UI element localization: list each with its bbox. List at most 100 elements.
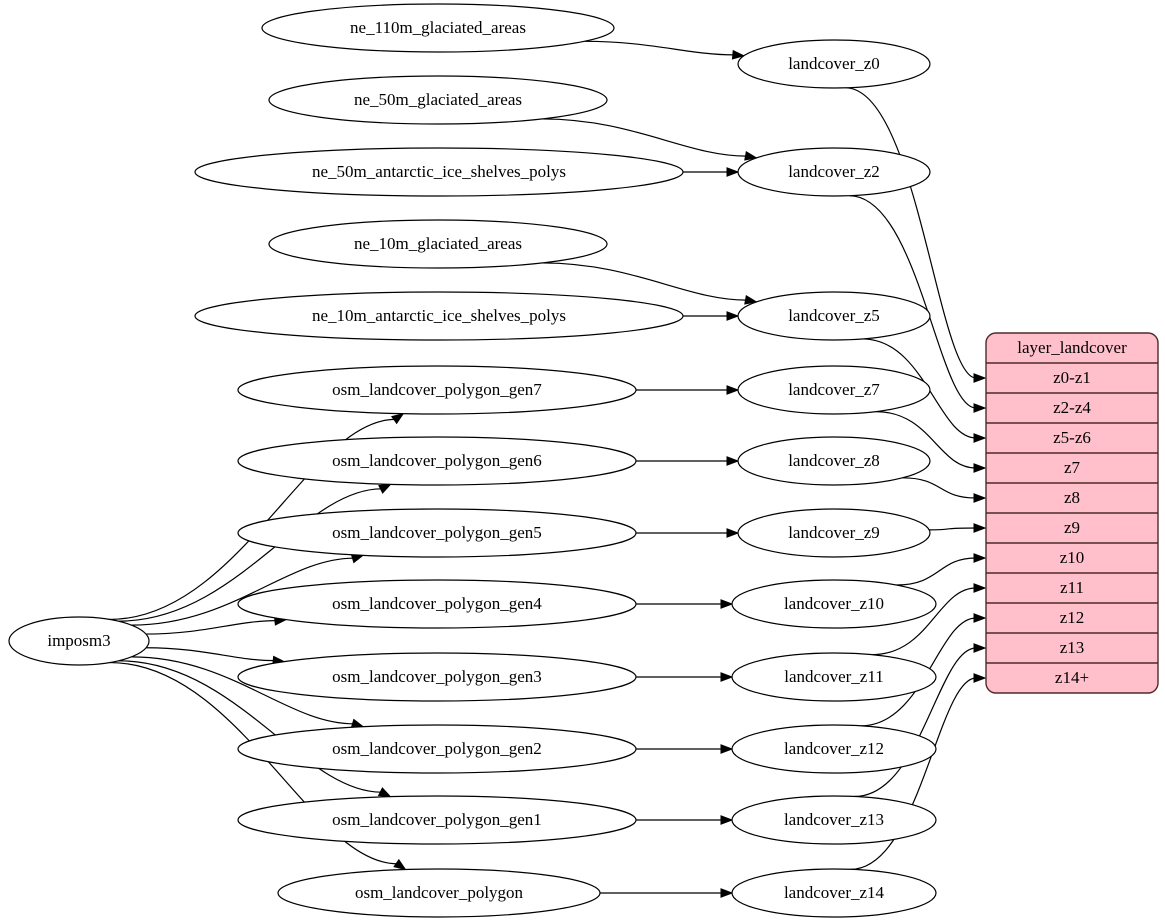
edge-ne_50m_glaciated_areas-to-landcover_z2 <box>542 118 747 157</box>
edge-landcover_z14-to-z14+ <box>850 677 977 870</box>
edge-arrowhead <box>973 613 987 623</box>
table-row-z13[interactable]: z13 <box>1060 638 1085 657</box>
node-label-ne_50m_glaciated_areas: ne_50m_glaciated_areas <box>354 90 522 109</box>
node-osm_landcover_polygon_gen3[interactable]: osm_landcover_polygon_gen3 <box>237 652 637 702</box>
node-shape-landcover_z10 <box>731 579 937 629</box>
node-label-osm_landcover_polygon_gen4: osm_landcover_polygon_gen4 <box>332 594 542 613</box>
node-label-landcover_z14: landcover_z14 <box>784 883 885 902</box>
node-landcover_z2[interactable]: landcover_z2 <box>737 147 931 197</box>
node-label-ne_10m_antarctic_ice_shelves_polys: ne_10m_antarctic_ice_shelves_polys <box>312 306 566 325</box>
edge-arrowhead <box>744 294 758 305</box>
node-landcover_z12[interactable]: landcover_z12 <box>731 724 937 774</box>
node-imposm3[interactable]: imposm3 <box>8 616 150 666</box>
node-osm_landcover_polygon_gen5[interactable]: osm_landcover_polygon_gen5 <box>237 508 637 558</box>
table-row-z10[interactable]: z10 <box>1060 548 1085 567</box>
node-shape-landcover_z7 <box>737 365 931 415</box>
node-landcover_z8[interactable]: landcover_z8 <box>737 436 931 486</box>
table-row-z2-z4[interactable]: z2-z4 <box>1053 398 1091 417</box>
edge-imposm3-to-osm_landcover_polygon_gen4 <box>146 620 276 635</box>
edge-ne_10m_glaciated_areas-to-landcover_z5 <box>542 262 747 301</box>
node-ne_10m_glaciated_areas[interactable]: ne_10m_glaciated_areas <box>268 219 608 269</box>
node-layer: imposm3 ne_110m_glaciated_areas ne_50m_gla… <box>8 3 937 918</box>
node-landcover_z11[interactable]: landcover_z11 <box>731 652 937 702</box>
table-row-z7[interactable]: z7 <box>1064 458 1081 477</box>
node-shape-ne_10m_glaciated_areas <box>268 219 608 269</box>
node-label-landcover_z5: landcover_z5 <box>788 306 880 325</box>
edge-arrowhead <box>731 49 746 60</box>
edge-arrowhead <box>973 403 987 413</box>
node-shape-osm_landcover_polygon_gen4 <box>237 579 637 629</box>
node-osm_landcover_polygon_gen2[interactable]: osm_landcover_polygon_gen2 <box>237 724 637 774</box>
node-shape-landcover_z5 <box>737 291 931 341</box>
node-shape-osm_landcover_polygon_gen3 <box>237 652 637 702</box>
node-osm_landcover_polygon_gen1[interactable]: osm_landcover_polygon_gen1 <box>237 795 637 845</box>
edge-arrowhead <box>726 311 740 321</box>
node-osm_landcover_polygon_gen4[interactable]: osm_landcover_polygon_gen4 <box>237 579 637 629</box>
node-shape-osm_landcover_polygon_gen7 <box>237 365 637 415</box>
node-osm_landcover_polygon[interactable]: osm_landcover_polygon <box>277 868 601 918</box>
node-ne_110m_glaciated_areas[interactable]: ne_110m_glaciated_areas <box>261 3 615 53</box>
edge-arrowhead <box>973 373 987 383</box>
edge-ne_110m_glaciated_areas-to-landcover_z0 <box>584 40 734 56</box>
node-shape-landcover_z9 <box>737 508 931 558</box>
edge-landcover_z11-to-z11 <box>871 587 977 656</box>
node-landcover_z14[interactable]: landcover_z14 <box>731 868 937 918</box>
edge-arrowhead <box>973 523 987 533</box>
node-landcover_z7[interactable]: landcover_z7 <box>737 365 931 415</box>
node-shape-landcover_z13 <box>731 795 937 845</box>
node-shape-osm_landcover_polygon_gen6 <box>237 436 637 486</box>
node-label-landcover_z8: landcover_z8 <box>788 451 880 470</box>
node-label-imposm3: imposm3 <box>47 631 110 650</box>
node-shape-landcover_z12 <box>731 724 937 774</box>
node-shape-landcover_z8 <box>737 436 931 486</box>
edge-imposm3-to-osm_landcover_polygon_gen7 <box>109 418 396 621</box>
node-ne_50m_antarctic_ice_shelves_polys[interactable]: ne_50m_antarctic_ice_shelves_polys <box>194 147 684 197</box>
table-row-z0-z1[interactable]: z0-z1 <box>1053 368 1091 387</box>
node-landcover_z9[interactable]: landcover_z9 <box>737 508 931 558</box>
edge-arrowhead <box>973 553 987 563</box>
node-ne_50m_glaciated_areas[interactable]: ne_50m_glaciated_areas <box>268 75 608 125</box>
node-label-osm_landcover_polygon_gen1: osm_landcover_polygon_gen1 <box>332 810 542 829</box>
edge-imposm3-to-osm_landcover_polygon <box>109 661 398 865</box>
node-label-landcover_z10: landcover_z10 <box>784 594 884 613</box>
node-landcover_z0[interactable]: landcover_z0 <box>737 39 931 89</box>
node-osm_landcover_polygon_gen7[interactable]: osm_landcover_polygon_gen7 <box>237 365 637 415</box>
node-landcover_z5[interactable]: landcover_z5 <box>737 291 931 341</box>
edge-landcover_z10-to-z10 <box>896 557 977 586</box>
node-shape-landcover_z2 <box>737 147 931 197</box>
node-shape-ne_10m_antarctic_ice_shelves_polys <box>194 291 684 341</box>
edge-arrowhead <box>973 673 987 683</box>
edge-landcover_z13-to-z13 <box>854 647 977 798</box>
edge-arrowhead <box>391 412 405 425</box>
node-ne_10m_antarctic_ice_shelves_polys[interactable]: ne_10m_antarctic_ice_shelves_polys <box>194 291 684 341</box>
edge-landcover_z8-to-z8 <box>902 477 977 499</box>
node-osm_landcover_polygon_gen6[interactable]: osm_landcover_polygon_gen6 <box>237 436 637 486</box>
node-shape-osm_landcover_polygon_gen5 <box>237 508 637 558</box>
table-row-z8[interactable]: z8 <box>1064 488 1080 507</box>
node-label-osm_landcover_polygon_gen3: osm_landcover_polygon_gen3 <box>332 667 542 686</box>
node-landcover_z10[interactable]: landcover_z10 <box>731 579 937 629</box>
table-row-z9[interactable]: z9 <box>1064 518 1080 537</box>
edge-landcover_z0-to-z0-z1 <box>845 87 977 379</box>
node-shape-osm_landcover_polygon_gen1 <box>237 795 637 845</box>
edge-arrowhead <box>720 744 734 754</box>
table-layer_landcover[interactable]: layer_landcover z0-z1 z2-z4 z5-z6 z7 z8 z9 z10 z… <box>985 332 1159 694</box>
table-row-z12[interactable]: z12 <box>1060 608 1085 627</box>
table-header-label: layer_landcover <box>1017 338 1127 357</box>
node-label-landcover_z7: landcover_z7 <box>788 380 880 399</box>
node-landcover_z13[interactable]: landcover_z13 <box>731 795 937 845</box>
node-label-landcover_z13: landcover_z13 <box>784 810 884 829</box>
edge-arrowhead <box>726 167 740 177</box>
edge-arrowhead <box>973 433 987 443</box>
edge-arrowhead <box>378 483 392 494</box>
node-label-landcover_z0: landcover_z0 <box>788 54 880 73</box>
table-row-z11[interactable]: z11 <box>1060 578 1084 597</box>
edge-arrowhead <box>377 787 392 798</box>
edge-arrowhead <box>720 599 734 609</box>
table-row-z5-z6[interactable]: z5-z6 <box>1053 428 1091 447</box>
table-row-z14+[interactable]: z14+ <box>1055 668 1089 687</box>
edge-imposm3-to-osm_landcover_polygon_gen2 <box>131 656 354 725</box>
edge-arrowhead <box>393 858 407 871</box>
node-label-landcover_z11: landcover_z11 <box>784 667 883 686</box>
